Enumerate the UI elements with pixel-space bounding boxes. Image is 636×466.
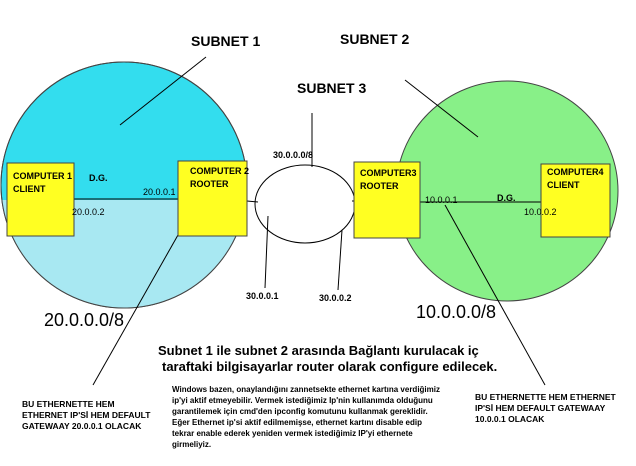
- center-note: Windows bazen, onaylandığını zannetsekte…: [172, 384, 440, 450]
- computer3-role: ROOTER: [360, 181, 399, 191]
- main-note-line1: Subnet 1 ile subnet 2 arasında Bağlantı …: [158, 343, 479, 358]
- ip-30001-label: 30.0.0.1: [246, 291, 279, 301]
- computer4-box[interactable]: [540, 163, 611, 238]
- center-note-line5: tekrar enable ederek yeniden vermek iste…: [172, 429, 413, 438]
- subnet1-label: SUBNET 1: [191, 33, 261, 49]
- right-note-line2: IP'Sİ HEM DEFAULT GATEWAAY: [475, 403, 606, 413]
- center-note-line6: girmeliyiz.: [172, 440, 212, 449]
- computer2-label: COMPUTER 2 ROOTER: [190, 166, 249, 189]
- main-note: Subnet 1 ile subnet 2 arasında Bağlantı …: [158, 343, 497, 375]
- subnet3-link: [254, 164, 356, 244]
- computer3-name: COMPUTER3: [360, 168, 417, 178]
- ip-10001-label: 10.0.0.1: [425, 195, 458, 205]
- center-note-line4: Eğer Ethernet ip'si aktif edilmemişse, e…: [172, 418, 422, 427]
- computer3-label: COMPUTER3 ROOTER: [360, 168, 417, 191]
- left-note-line2: ETHERNET IP'Sİ HEM DEFAULT: [22, 410, 151, 420]
- computer2-name: COMPUTER 2: [190, 166, 250, 176]
- ip-20001-label: 20.0.0.1: [143, 187, 176, 197]
- subnet2-pointer-line: [404, 79, 479, 138]
- right-note-pointer-line: [444, 204, 546, 386]
- dg-left-label: D.G.: [89, 173, 108, 183]
- ip-30000-label: 30.0.0.0/8: [273, 150, 314, 160]
- net20-label: 20.0.0.0/8: [44, 310, 125, 330]
- computer1-name: COMPUTER 1: [13, 171, 73, 181]
- center-note-line3: garantilemek için cmd'den ipconfig komut…: [172, 407, 428, 416]
- computer4-role: CLIENT: [547, 180, 580, 190]
- net10-label: 10.0.0.0/8: [416, 302, 497, 322]
- subnet1-pointer-line: [119, 56, 207, 126]
- ip-30002-label: 30.0.0.2: [319, 293, 352, 303]
- subnet2-label: SUBNET 2: [340, 31, 410, 47]
- computer1-label: COMPUTER 1 CLIENT: [13, 171, 72, 194]
- right-note-line1: BU ETHERNETTE HEM ETHERNET: [475, 392, 616, 402]
- left-note-line3: GATEWAAY 20.0.0.1 OLACAK: [22, 421, 142, 431]
- computer4-name: COMPUTER4: [547, 167, 604, 177]
- right-note-line3: 10.0.0.1 OLACAK: [475, 414, 545, 424]
- ip-20002-label: 20.0.0.2: [72, 207, 105, 217]
- computer2-box[interactable]: [177, 160, 248, 237]
- computer1-box[interactable]: [6, 162, 75, 237]
- computer3-box[interactable]: [353, 161, 421, 239]
- left-note: BU ETHERNETTE HEM ETHERNET IP'Sİ HEM DEF…: [22, 399, 150, 432]
- computer2-role: ROOTER: [190, 179, 229, 189]
- computer1-role: CLIENT: [13, 184, 46, 194]
- ip-10002-label: 10.0.0.2: [524, 207, 557, 217]
- computer4-label: COMPUTER4 CLIENT: [547, 167, 604, 190]
- ip-30002-pointer-line: [337, 229, 343, 291]
- subnet3-label: SUBNET 3: [297, 80, 367, 96]
- left-note-line1: BU ETHERNETTE HEM: [22, 399, 115, 409]
- link-c2-ring: [246, 200, 259, 203]
- main-note-line2: taraftaki bilgisayarlar router olarak co…: [162, 359, 498, 374]
- right-note: BU ETHERNETTE HEM ETHERNET IP'Sİ HEM DEF…: [475, 392, 616, 425]
- center-note-line1: Windows bazen, onaylandığını zannetsekte…: [172, 385, 440, 394]
- center-note-line2: ip'yi aktif etmeyebilir. Vermek istediği…: [172, 396, 433, 405]
- ip-30001-pointer-line: [264, 215, 269, 289]
- dg-right-label: D.G.: [497, 193, 516, 203]
